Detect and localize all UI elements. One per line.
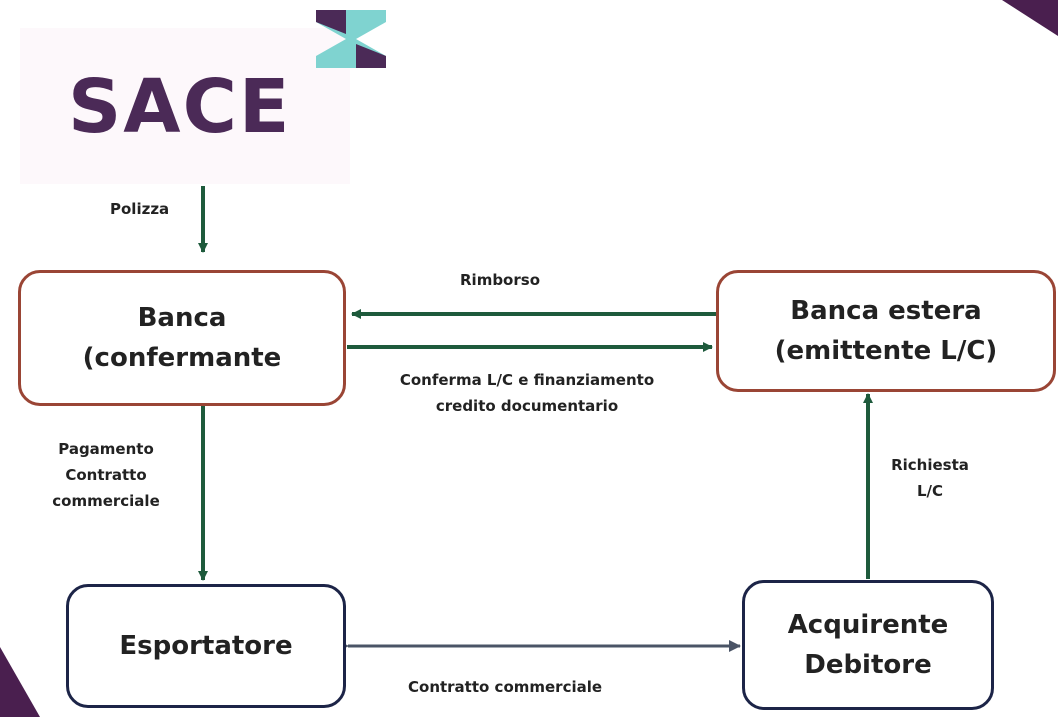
node-esportatore: Esportatore — [66, 584, 346, 708]
node-acquirente-debitore: Acquirente Debitore — [742, 580, 994, 710]
label-pagamento: Pagamento Contratto commerciale — [52, 440, 160, 510]
node-banca-confermante: Banca (confermante — [18, 270, 346, 406]
sace-logo-text: SACE — [68, 64, 292, 150]
label-contratto: Contratto commerciale — [408, 678, 603, 696]
logo-background — [20, 28, 350, 184]
node-banca-label: Banca (confermante — [82, 303, 282, 373]
node-banca-estera: Banca estera (emittente L/C) — [716, 270, 1056, 392]
label-conferma: Conferma L/C e finanziamento credito doc… — [399, 371, 655, 415]
corner-decoration-top-right — [1002, 0, 1058, 36]
corner-decoration-bottom-left — [0, 647, 40, 717]
sace-logo-mark-icon — [316, 10, 386, 68]
label-polizza: Polizza — [110, 200, 170, 218]
node-banca-estera-label: Banca estera (emittente L/C) — [774, 296, 998, 366]
label-rimborso: Rimborso — [460, 271, 540, 289]
label-richiesta: Richiesta L/C — [891, 456, 969, 500]
node-acquirente-label: Acquirente Debitore — [787, 610, 949, 680]
node-esportatore-label: Esportatore — [119, 631, 293, 661]
